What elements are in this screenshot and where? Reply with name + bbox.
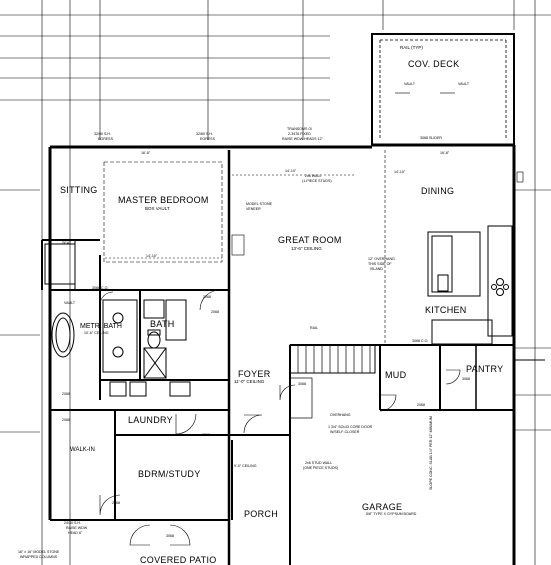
note-transoms-2: 2-3476 FIXED xyxy=(288,132,311,136)
note-wall-2: (1-PIECE STUDS) xyxy=(302,179,332,183)
note-overhang: 12" OVERHANG xyxy=(368,257,395,261)
note-door-2068-f: 2068 xyxy=(417,403,425,407)
dimension-great-room: 14'-10" xyxy=(285,169,297,173)
note-rail: RAIL xyxy=(310,326,318,330)
room-label-walk-in: WALK-IN xyxy=(70,447,95,453)
room-label-covered-patio: COVERED PATIO xyxy=(140,555,217,565)
note-solid-door-2: W/SELF-CLOSER xyxy=(330,430,360,434)
note-window-egress-1: EGRESS xyxy=(98,137,113,141)
note-door-2068-d: 2068 xyxy=(62,418,70,422)
note-door-3068-a: 3068 xyxy=(202,433,210,437)
room-sublabel-master-bedroom: BOX VAULT xyxy=(145,206,170,211)
note-vault-left: VAULT xyxy=(404,82,416,86)
room-label-garage: GARAGE xyxy=(362,502,403,512)
note-window-sh-2: 32/60 S.H. xyxy=(196,132,213,136)
note-window-sh-3b: RAISE WDW xyxy=(66,526,88,530)
note-co-1: 3068 C.O. xyxy=(92,286,109,290)
dimension-deck: 14'-10" xyxy=(394,170,406,174)
room-label-master-bedroom: MASTER BEDROOM xyxy=(118,195,209,205)
note-slider: 3068 SLIDER xyxy=(420,136,442,140)
note-model-stone: MODEL STONE xyxy=(246,202,272,206)
note-solid-door: 1 3/4" SOLID CORE DOOR xyxy=(328,425,373,429)
note-wall: 2x6 WALL xyxy=(305,174,322,178)
note-stud-wall: 2x6 STUD WALL xyxy=(305,461,333,465)
room-sublabel-garage: 5/8" TYPE X GYPSUM BOARD xyxy=(366,512,417,516)
note-door-2068-e: 2068 xyxy=(112,501,120,505)
room-label-porch: PORCH xyxy=(244,509,279,519)
note-veneer: VENEER xyxy=(246,207,261,211)
note-transoms: TRANSOMS O/ xyxy=(287,127,313,131)
note-window-egress-2: EGRESS xyxy=(200,137,215,141)
note-window-sh-3c: HEAD 6" xyxy=(68,531,83,535)
note-door-2068-c: 2068 xyxy=(62,392,70,396)
room-label-sitting: SITTING xyxy=(60,185,98,195)
room-sublabel-metr-bath: 10'-6" CEILING xyxy=(84,331,109,335)
door-swings xyxy=(99,289,461,546)
room-label-seat: SEAT xyxy=(62,241,72,245)
note-slab: SLOPE CONC. SLAB 1/4" PER 12" MINIMUM xyxy=(429,416,433,490)
room-label-mud: MUD xyxy=(385,370,407,380)
note-rail-typ: RAIL (TYP) xyxy=(400,45,423,50)
note-door-3068-b: 3068 xyxy=(166,534,174,538)
note-door-2068-b: 2068 xyxy=(211,310,219,314)
note-overhang-3: ISLAND xyxy=(370,267,383,271)
note-overhang-2: THIS SIDE OF xyxy=(368,262,392,266)
note-co-2: 3068 C.O. xyxy=(412,339,429,343)
stair xyxy=(289,344,376,419)
kitchen-counters xyxy=(431,225,513,345)
room-label-cov-deck: COV. DECK xyxy=(408,59,460,69)
room-label-kitchen: KITCHEN xyxy=(425,305,467,315)
note-transoms-3: RAISE WDW HEADS 12" xyxy=(282,137,323,141)
note-vault-right: VAULT xyxy=(458,82,470,86)
note-window-sh-3: 24/30 S.H. xyxy=(64,521,81,525)
note-stud-wall-2: (ONE PIECE STUDS) xyxy=(303,466,339,470)
room-label-foyer: FOYER xyxy=(238,369,271,379)
room-label-bdrm-study: BDRM/STUDY xyxy=(138,469,201,479)
note-door-3068-c: 3068 xyxy=(298,382,306,386)
note-ceiling-porch: 9'-0" CEILING xyxy=(234,464,257,468)
note-door-3068-d: 3068 xyxy=(462,377,470,381)
note-vault-bath: VAULT xyxy=(64,301,76,305)
note-window-sh-1: 32/60 S.H. xyxy=(94,132,111,136)
note-model-stone-columns-2: WRAPPED COLUMNS xyxy=(20,555,58,559)
deck-railing xyxy=(379,39,507,140)
room-label-bath: BATH xyxy=(150,319,175,329)
room-label-laundry: LAUNDRY xyxy=(128,415,173,425)
master-vault-outline xyxy=(103,161,223,263)
walls xyxy=(41,33,516,565)
kitchen-island xyxy=(427,231,481,297)
dimension-dining: 16'-8" xyxy=(440,151,450,155)
room-label-dining: DINING xyxy=(421,186,455,196)
bath-fixtures xyxy=(44,243,191,397)
dimension-master: 16'-8" xyxy=(141,151,151,155)
room-label-great-room: GREAT ROOM xyxy=(278,235,342,245)
room-label-pantry: PANTRY xyxy=(466,364,504,374)
note-overhang-garage: OVERHANG xyxy=(330,413,351,417)
misc-details xyxy=(105,92,545,520)
note-model-stone-columns: 16" x 16" MODEL STONE xyxy=(18,550,60,554)
room-sublabel-foyer: 11'-0" CEILING xyxy=(234,379,265,384)
note-door-2068-a: 2068 xyxy=(203,295,211,299)
room-label-metr-bath: METR. BATH xyxy=(80,323,122,330)
room-sublabel-great-room: 13'-6" CEILING xyxy=(291,246,322,251)
dimension-master-mid: 14'-10" xyxy=(146,254,158,258)
